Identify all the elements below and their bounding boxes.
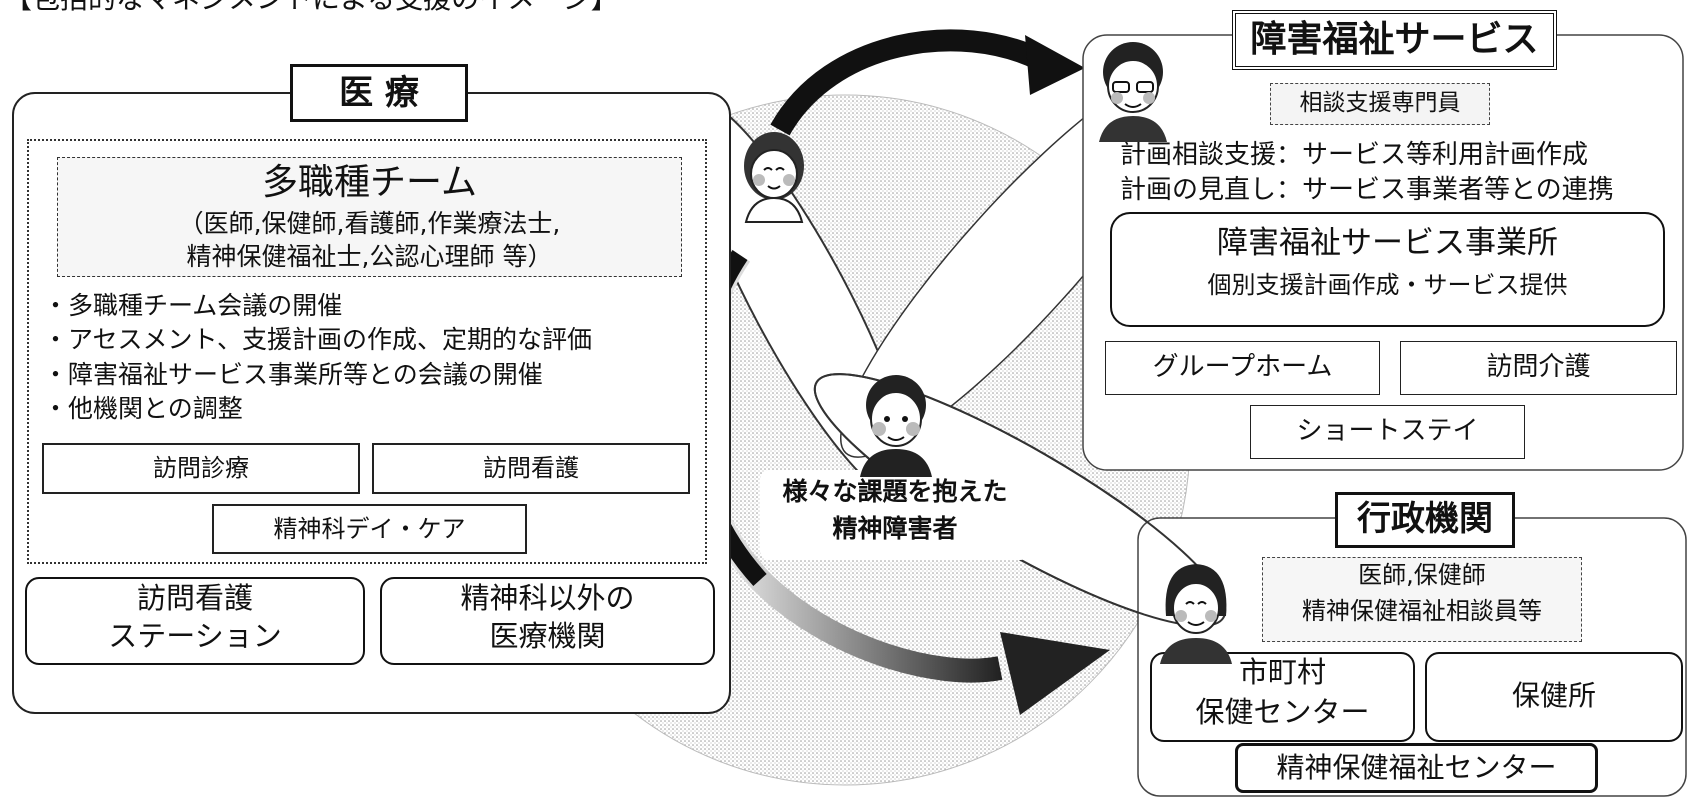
plan-line2: 計画の見直し：サービス事業者等との連携 xyxy=(1120,175,1614,205)
patient-person-icon xyxy=(860,375,932,477)
non-psych-medical-box xyxy=(380,577,715,665)
team-members-line2: 精神保健福祉士,公認心理師 等） xyxy=(186,242,553,271)
public-health-center-box: 保健所 xyxy=(1425,652,1683,742)
group-home-box: グループホーム xyxy=(1105,341,1380,395)
center-label-bg xyxy=(760,470,1030,560)
other-line1: 精神科以外の xyxy=(460,581,635,615)
plan-line1: 計画相談支援：サービス等利用計画作成 xyxy=(1120,140,1589,170)
admin-title: 行政機関 xyxy=(1335,492,1515,548)
welfare-office-box xyxy=(1110,212,1665,327)
home-nursing-station-box xyxy=(25,577,365,665)
admin-staff-person-icon xyxy=(1160,564,1232,664)
psych-daycare-box: 精神科デイ・ケア xyxy=(212,504,527,554)
home-visit-nursing-box: 訪問看護 xyxy=(372,443,690,494)
home-visit-care-box: 訪問診療 xyxy=(42,443,360,494)
center-label-line2: 精神障害者 xyxy=(832,514,958,543)
other-line2: 医療機関 xyxy=(489,619,606,653)
center-label-line1: 様々な課題を抱えた xyxy=(782,477,1008,506)
bullet-item: ・他機関との調整 xyxy=(43,394,243,423)
nurse-person-icon xyxy=(744,132,804,223)
page-header-fragment: 【包括的なマネジメントによる支援のイメージ】 xyxy=(4,0,619,15)
consult-specialist-box: 相談支援専門員 xyxy=(1270,83,1490,125)
medical-title: 医 療 xyxy=(290,64,468,122)
team-title: 多職種チーム xyxy=(262,162,477,203)
home-care-box: 訪問介護 xyxy=(1400,341,1677,395)
welfare-office-title: 障害福祉サービス事業所 xyxy=(1217,225,1558,261)
specialist-person-icon xyxy=(1099,42,1167,142)
city-line1: 市町村 xyxy=(1238,655,1326,689)
admin-staff-line2: 精神保健福祉相談員等 xyxy=(1302,597,1542,625)
station-line1: 訪問看護 xyxy=(136,581,253,615)
bullet-item: ・多職種チーム会議の開催 xyxy=(43,291,343,320)
bullet-item: ・障害福祉サービス事業所等との会議の開催 xyxy=(43,360,543,389)
welfare-office-sub: 個別支援計画作成・サービス提供 xyxy=(1207,271,1568,299)
welfare-title: 障害福祉サービス xyxy=(1232,10,1557,70)
station-line2: ステーション xyxy=(108,619,282,653)
short-stay-box: ショートステイ xyxy=(1250,405,1525,459)
multidisciplinary-team-area xyxy=(27,139,707,564)
admin-staff-line1: 医師,保健師 xyxy=(1358,561,1486,589)
arrow-to-welfare-head xyxy=(1025,35,1085,95)
city-health-center-box xyxy=(1150,652,1415,742)
city-line2: 保健センター xyxy=(1195,695,1370,729)
arrow-to-admin-head xyxy=(1000,632,1110,715)
admin-staff-box xyxy=(1262,557,1582,642)
arrow-to-welfare xyxy=(770,29,1045,136)
bullet-item: ・アセスメント、支援計画の作成、定期的な評価 xyxy=(43,325,593,354)
team-members-line1: （医師,保健師,看護師,作業療法士, xyxy=(178,209,561,238)
team-box xyxy=(57,157,682,277)
mental-health-center-box: 精神保健福祉センター xyxy=(1235,743,1598,793)
